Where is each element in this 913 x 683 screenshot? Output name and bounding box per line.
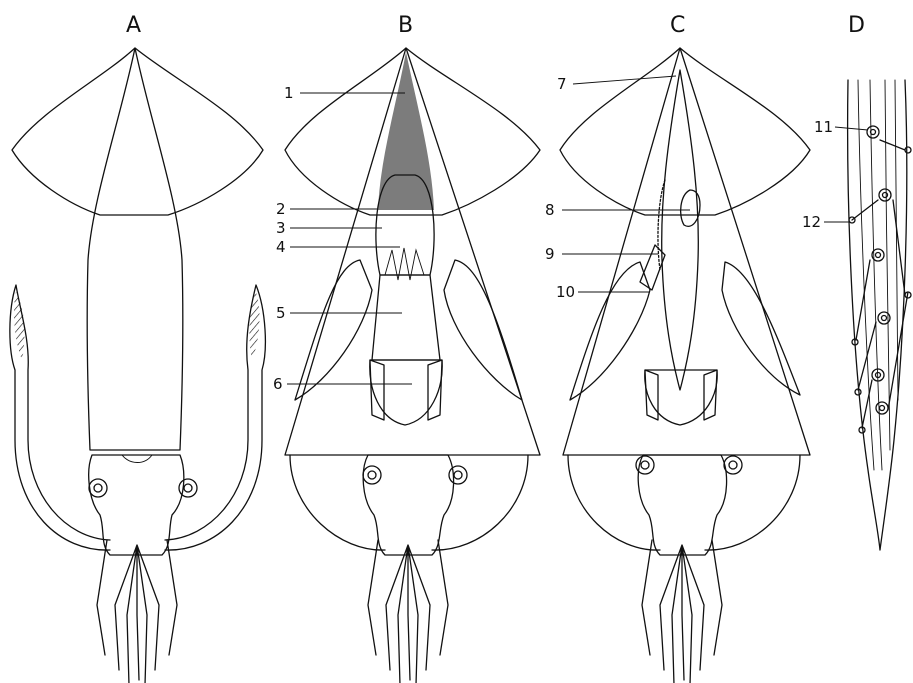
- label-6: 6: [273, 375, 283, 393]
- panel-c-gill-left: [570, 262, 650, 400]
- panel-b-arms: [368, 540, 448, 683]
- panel-d-tentacle-club-detail: [848, 80, 911, 550]
- panel-b-ink-sac-region: [378, 52, 434, 210]
- panel-letter-a: A: [126, 13, 141, 38]
- label-2: 2: [276, 200, 286, 218]
- panel-b-head: [363, 455, 453, 555]
- panel-c-gill-right: [722, 262, 800, 395]
- panel-letter-d: D: [848, 13, 865, 38]
- panel-b-viscera: [372, 275, 440, 360]
- panel-c-funnel: [645, 370, 717, 425]
- label-1: 1: [284, 84, 294, 102]
- label-12: 12: [802, 213, 821, 231]
- panel-a-left-tentacle: [10, 285, 110, 550]
- panel-d-suckers: [849, 126, 911, 433]
- panel-b-squid-dissection-mantle-open: [285, 48, 540, 683]
- panel-b-gill-left: [295, 260, 372, 400]
- label-11: 11: [814, 118, 833, 136]
- panel-b-funnel: [370, 360, 442, 425]
- label-4: 4: [276, 238, 286, 256]
- panel-c-fin: [560, 48, 810, 215]
- panel-a-right-eye: [179, 479, 197, 497]
- label-7: 7: [557, 75, 567, 93]
- label-3: 3: [276, 219, 286, 237]
- panel-a-arms: [97, 540, 177, 683]
- panel-a-squid-external: [10, 48, 266, 683]
- panel-c-arms: [642, 540, 722, 683]
- panel-d-club-outline: [848, 80, 907, 550]
- label-9: 9: [545, 245, 555, 263]
- label-10: 10: [556, 283, 575, 301]
- part-numbers: 1 2 3 4 5 6 7 8 9 10 11 12: [273, 75, 833, 393]
- panel-letter-c: C: [670, 13, 685, 38]
- panel-a-fin: [12, 48, 263, 215]
- panel-letter-b: B: [398, 13, 413, 38]
- label-8: 8: [545, 201, 555, 219]
- panel-c-squid-dissection-deeper: [560, 48, 810, 683]
- label-5: 5: [276, 304, 286, 322]
- panel-letters: A B C D: [126, 13, 865, 38]
- panel-c-pen: [662, 70, 699, 390]
- panel-a-left-eye: [89, 479, 107, 497]
- panel-a-mantle: [87, 48, 183, 450]
